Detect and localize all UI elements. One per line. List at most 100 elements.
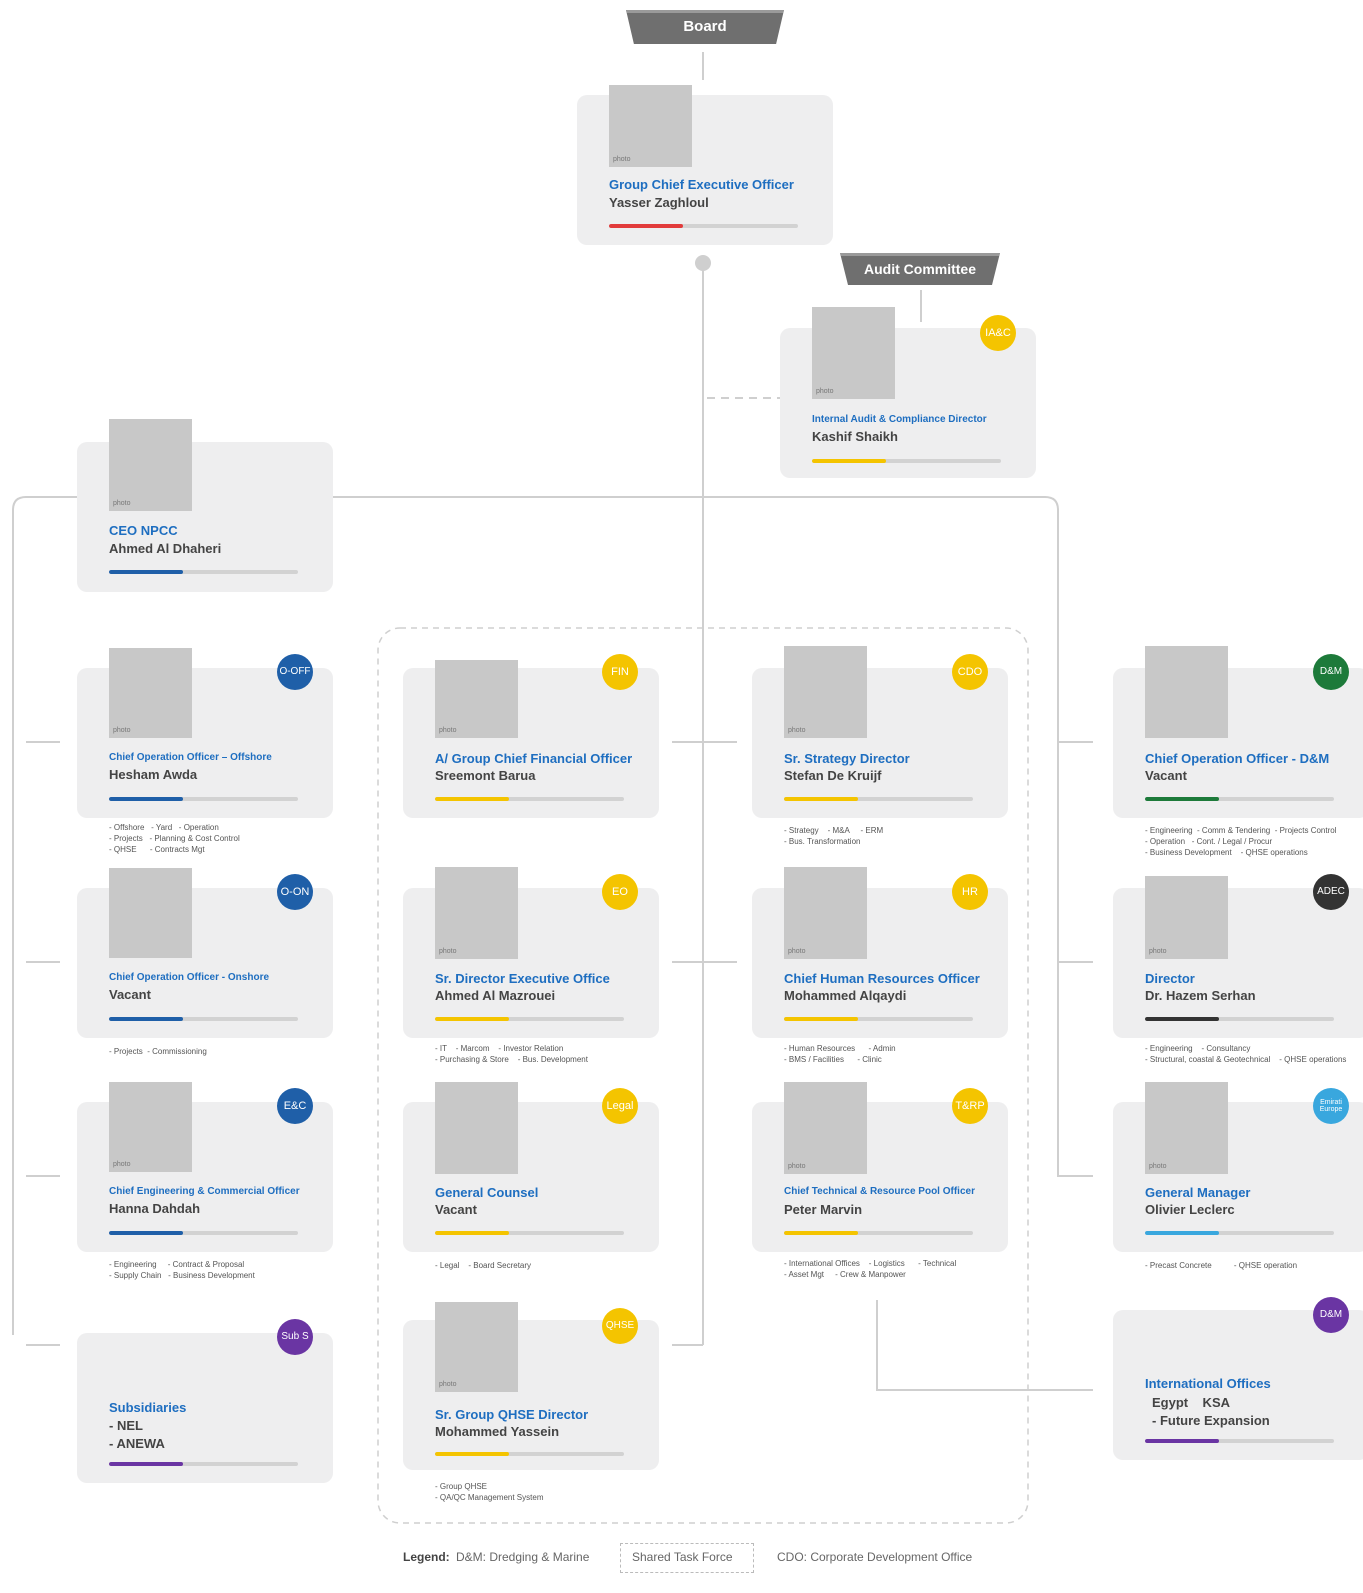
photo-placeholder-vacant <box>1145 646 1228 738</box>
card-title: CEO NPCC <box>109 523 178 538</box>
badge-emirati-europe: Emirati Europe <box>1313 1088 1349 1124</box>
card-title: Chief Engineering & Commercial Officer <box>109 1186 300 1197</box>
card-name: Mohammed Yassein <box>435 1424 560 1439</box>
legend-cdo: CDO: Corporate Development Office <box>777 1550 973 1564</box>
accent-bar <box>1145 797 1334 801</box>
badge-cdo: CDO <box>952 654 988 690</box>
photo-sr-director-eo: photo <box>435 867 518 959</box>
accent-bar <box>784 1017 973 1021</box>
accent-bar <box>109 1462 298 1466</box>
photo-placeholder-vacant <box>435 1082 518 1174</box>
card-title: Internal Audit & Compliance Director <box>812 414 987 425</box>
card-name: Vacant <box>435 1202 477 1217</box>
card-title: General Manager <box>1145 1185 1251 1200</box>
card-title: Sr. Strategy Director <box>784 751 910 766</box>
card-name: Olivier Leclerc <box>1145 1202 1235 1217</box>
accent-bar <box>609 224 798 228</box>
photo-ceo-npcc: photo <box>109 419 192 511</box>
responsibilities-note: - Projects - Commissioning <box>109 1047 207 1056</box>
photo-ctrpo: photo <box>784 1082 867 1174</box>
photo-cfo: photo <box>435 660 518 738</box>
badge-hr: HR <box>952 874 988 910</box>
accent-bar <box>435 797 624 801</box>
photo-chro: photo <box>784 867 867 959</box>
photo-audit-director: photo <box>812 307 895 399</box>
card-name: Sreemont Barua <box>435 768 536 783</box>
accent-bar <box>435 1231 624 1235</box>
photo-group-ceo: photo <box>609 85 692 167</box>
card-name: Hesham Awda <box>109 767 198 782</box>
accent-bar <box>109 1231 298 1235</box>
badge-o-on: O-ON <box>277 874 313 910</box>
badge-sub-s: Sub S <box>277 1319 313 1355</box>
card-name-secondary: - Future Expansion <box>1152 1413 1270 1428</box>
card-title: General Counsel <box>435 1185 539 1200</box>
photo-qhse-director: photo <box>435 1302 518 1392</box>
card-name: Yasser Zaghloul <box>609 195 709 210</box>
card-subsidiaries <box>77 1333 333 1483</box>
badge-eo: EO <box>602 874 638 910</box>
badge-legal: Legal <box>602 1088 638 1124</box>
badge-dm: D&M <box>1313 654 1349 690</box>
accent-bar <box>1145 1017 1334 1021</box>
accent-bar <box>435 1017 624 1021</box>
badge-trp: T&RP <box>952 1088 988 1124</box>
badge-iac: IA&C <box>980 315 1016 351</box>
card-title: International Offices <box>1145 1376 1271 1391</box>
card-international-offices <box>1113 1310 1363 1460</box>
card-name: - NEL <box>109 1418 143 1433</box>
card-name: Ahmed Al Dhaheri <box>109 541 222 556</box>
responsibilities-note: - Group QHSE - QA/QC Management System <box>435 1482 544 1502</box>
card-name: Dr. Hazem Serhan <box>1145 988 1256 1003</box>
badge-fin: FIN <box>602 654 638 690</box>
photo-director: photo <box>1145 876 1228 959</box>
responsibilities-note: - Offshore - Yard - Operation - Projects… <box>109 823 240 854</box>
card-title: Sr. Director Executive Office <box>435 971 610 986</box>
responsibilities-note: - Engineering - Comm & Tendering - Proje… <box>1145 826 1337 857</box>
card-title: Chief Technical & Resource Pool Officer <box>784 1186 975 1197</box>
responsibilities-note: - Engineering - Consultancy - Structural… <box>1145 1044 1347 1064</box>
accent-bar <box>1145 1231 1334 1235</box>
card-title: Chief Operation Officer - D&M <box>1145 751 1330 766</box>
badge-o-off: O-OFF <box>277 654 313 690</box>
badge-qhse: QHSE <box>602 1308 638 1344</box>
card-name: Vacant <box>109 987 151 1002</box>
card-name: Peter Marvin <box>784 1202 863 1217</box>
legend-shared: Shared Task Force <box>632 1550 733 1564</box>
audit-committee-header: Audit Committee <box>840 253 1000 285</box>
card-name: Egypt KSA <box>1152 1395 1231 1410</box>
responsibilities-note: - Strategy - M&A - ERM - Bus. Transforma… <box>784 826 884 846</box>
photo-strategy-director: photo <box>784 646 867 738</box>
legend-shared-box <box>620 1543 754 1573</box>
badge-ec: E&C <box>277 1088 313 1124</box>
card-title: Subsidiaries <box>109 1400 187 1415</box>
legend-dm: D&M: Dredging & Marine <box>456 1550 590 1564</box>
card-name: Stefan De Kruijf <box>784 768 882 783</box>
badge-dm-intl: D&M <box>1313 1297 1349 1333</box>
badge-adec: ADEC <box>1313 874 1349 910</box>
responsibilities-note: - Legal - Board Secretary <box>435 1261 532 1270</box>
photo-placeholder-vacant <box>109 868 192 958</box>
card-name: Hanna Dahdah <box>109 1201 201 1216</box>
responsibilities-note: - Precast Concrete - QHSE operation <box>1145 1261 1298 1270</box>
accent-bar <box>435 1452 624 1456</box>
responsibilities-note: - IT - Marcom - Investor Relation - Purc… <box>435 1044 588 1064</box>
accent-bar <box>109 570 298 574</box>
responsibilities-note: - Engineering - Contract & Proposal - Su… <box>109 1260 255 1280</box>
accent-bar <box>812 459 1001 463</box>
card-title: Chief Human Resources Officer <box>784 971 980 986</box>
responsibilities-note: - Human Resources - Admin - BMS / Facili… <box>784 1044 896 1064</box>
accent-bar <box>784 1231 973 1235</box>
accent-bar <box>109 797 298 801</box>
card-title: Sr. Group QHSE Director <box>435 1407 589 1422</box>
accent-bar <box>109 1017 298 1021</box>
photo-coo-offshore: photo <box>109 648 192 738</box>
photo-general-manager: photo <box>1145 1082 1228 1174</box>
board-header: Board <box>626 10 784 44</box>
card-title: Group Chief Executive Officer <box>609 177 794 192</box>
card-name-secondary: - ANEWA <box>109 1436 165 1451</box>
legend-label: Legend: <box>403 1550 450 1564</box>
card-name: Kashif Shaikh <box>812 429 898 444</box>
card-title: Chief Operation Officer – Offshore <box>109 752 272 763</box>
